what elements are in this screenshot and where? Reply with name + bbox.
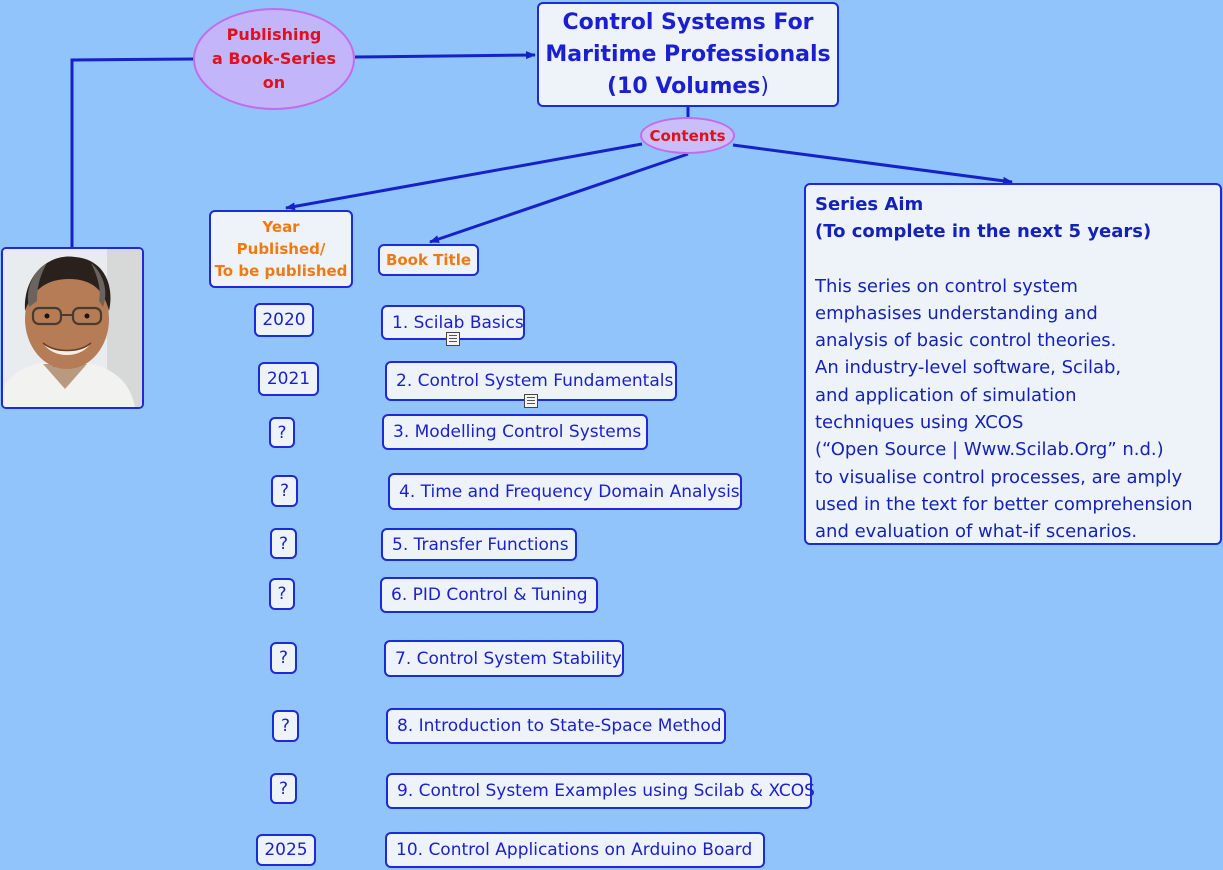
author-portrait-icon — [3, 249, 142, 407]
book-title-header: Book Title — [378, 244, 479, 276]
year-header-line: Published/ — [236, 240, 326, 258]
aim-line: and application of simulation — [815, 384, 1077, 406]
volumes-text: (10 Volumes — [606, 73, 761, 99]
aim-line: An industry-level software, Scilab, — [815, 357, 1122, 379]
year-badge: ? — [269, 578, 295, 610]
book-title-node: 4. Time and Frequency Domain Analysis — [388, 473, 742, 510]
book-title-node: 10. Control Applications on Arduino Boar… — [385, 832, 765, 868]
publishing-to-title-arrow — [354, 51, 536, 60]
book-title-node: 7. Control System Stability — [384, 640, 624, 677]
note-icon[interactable] — [524, 394, 538, 408]
year-badge: ? — [272, 710, 299, 742]
aim-line: and evaluation of what-if scenarios. — [815, 521, 1138, 543]
publishing-line: a Book-Series — [212, 49, 336, 68]
year-header-line: Year — [262, 218, 300, 236]
volumes-close-paren: ) — [760, 73, 769, 99]
year-header-line: To be published — [214, 262, 348, 280]
author-photo — [1, 247, 144, 409]
aim-line: This series on control system — [815, 275, 1078, 297]
year-badge: ? — [271, 475, 298, 507]
book-title-node: 8. Introduction to State-Space Method — [386, 708, 726, 744]
contents-to-aim-arrow — [732, 143, 1013, 185]
book-title-node: 9. Control System Examples using Scilab … — [386, 773, 815, 809]
series-title-node: Control Systems For Maritime Professiona… — [537, 2, 839, 107]
year-badge: ? — [270, 528, 297, 559]
book-title-node: 5. Transfer Functions — [381, 528, 577, 561]
aim-subheading: (To complete in the next 5 years) — [815, 221, 1152, 243]
photo-to-publishing-line — [70, 57, 196, 247]
aim-line: (“Open Source | Www.Scilab.Org” n.d.) — [815, 439, 1164, 461]
book-title-node: 6. PID Control & Tuning — [380, 577, 598, 613]
year-badge: ? — [270, 642, 297, 674]
aim-line: analysis of basic control theories. — [815, 330, 1117, 352]
contents-to-booktitle-arrow — [429, 152, 689, 244]
year-badge: 2021 — [258, 362, 319, 396]
aim-line: techniques using XCOS — [815, 412, 1024, 434]
aim-line: to visualise control processes, are ampl… — [815, 466, 1183, 488]
aim-heading: Series Aim — [815, 194, 924, 215]
year-badge: 2020 — [254, 303, 314, 337]
publishing-line: Publishing — [226, 25, 322, 44]
aim-spacer — [815, 246, 1220, 273]
book-title-node: 3. Modelling Control Systems — [382, 414, 648, 450]
publishing-line: on — [262, 73, 286, 92]
aim-line: emphasises understanding and — [815, 302, 1098, 324]
year-badge: ? — [269, 417, 295, 448]
publishing-node: Publishing a Book-Series on — [193, 8, 355, 110]
contents-node: Contents — [640, 117, 735, 154]
year-badge: ? — [270, 773, 297, 804]
contents-to-year-arrow — [285, 142, 643, 211]
year-published-header: Year Published/ To be published — [209, 210, 353, 288]
series-title-line: Maritime Professionals — [545, 41, 831, 67]
series-title-line: Control Systems For — [562, 9, 814, 35]
year-badge: 2025 — [256, 834, 316, 866]
series-aim-node: Series Aim (To complete in the next 5 ye… — [804, 183, 1222, 545]
series-title-line: (10 Volumes) — [607, 71, 769, 103]
note-icon[interactable] — [446, 332, 460, 346]
aim-line: used in the text for better comprehensio… — [815, 493, 1193, 515]
